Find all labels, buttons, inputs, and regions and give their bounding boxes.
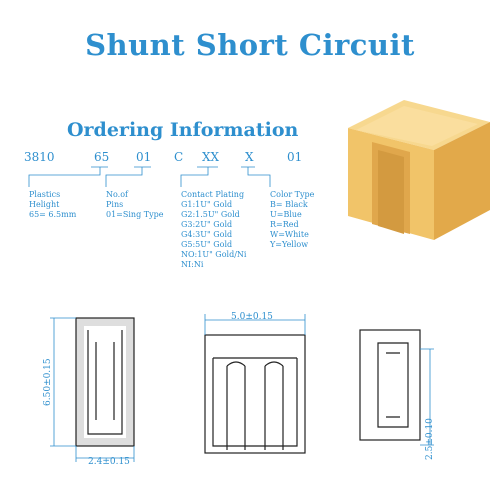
code-color: X <box>245 150 254 164</box>
color-type-legend: Color Type B= Black U=Blue R=Red W=White… <box>270 190 315 249</box>
code-pins: 01 <box>136 150 152 164</box>
shunt-product-image <box>348 100 490 240</box>
side-view-drawing <box>50 317 135 462</box>
end-view-drawing <box>359 329 434 446</box>
width-dimension: 5.0±0.15 <box>231 312 273 322</box>
code-c: C <box>174 150 184 164</box>
side-dimension: 2.5±0.10 <box>425 418 435 460</box>
contact-plating-legend: Contact Plating G1:1U" Gold G2:1.5U" Gol… <box>181 190 247 269</box>
ordering-information-heading: Ordering Information <box>67 119 299 141</box>
height-dimension: 6.50±0.15 <box>43 358 53 406</box>
code-suffix: 01 <box>287 150 303 164</box>
code-series: 3810 <box>24 150 55 164</box>
front-view-drawing <box>204 314 306 454</box>
pins-legend: No.of Pins 01=Sing Type <box>106 190 164 219</box>
code-height: 65 <box>94 150 110 164</box>
code-plating: XX <box>202 150 220 164</box>
plastics-height-legend: Plastics Helight 65= 6.5mm <box>29 190 77 219</box>
depth-dimension: 2.4±0.15 <box>88 457 130 467</box>
page-title: Shunt Short Circuit <box>85 28 415 62</box>
